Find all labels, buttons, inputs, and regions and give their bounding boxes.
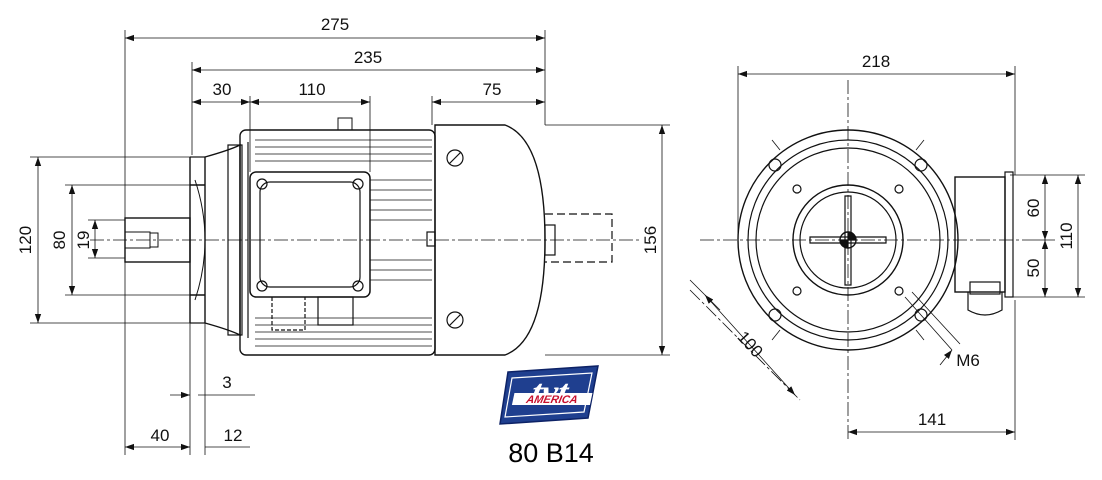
dim-thread-size: M6	[956, 351, 980, 370]
dim-box-upper: 60	[1024, 199, 1043, 218]
dim-terminal-box-length: 110	[298, 80, 325, 99]
dim-center-to-box: 141	[918, 410, 946, 429]
dim-box-lower: 50	[1024, 259, 1043, 278]
side-view-dimensions	[30, 30, 670, 455]
model-label: 80 B14	[508, 438, 594, 468]
dimension-labels: 275 235 30 110 75 120 80 19 156 3 40 12 …	[16, 15, 1076, 445]
terminal-box	[249, 171, 371, 298]
end-view	[689, 80, 1030, 440]
dim-shaft-end-offset: 40	[151, 426, 170, 445]
dim-shaft-diameter: 19	[74, 231, 93, 250]
dim-shaft-length: 75	[483, 80, 502, 99]
dim-box-height: 110	[1057, 222, 1076, 249]
logo-sub-text: AMERICA	[524, 394, 579, 406]
dim-end-view-width: 218	[862, 52, 890, 71]
dim-flange-offset: 30	[213, 80, 232, 99]
dim-spigot-offset: 12	[224, 426, 243, 445]
side-view	[90, 117, 640, 356]
tvt-america-logo: tvt AMERICA	[499, 365, 599, 425]
dim-body-length: 235	[354, 48, 382, 67]
dim-spigot-diameter: 80	[50, 231, 69, 250]
dim-motor-height: 156	[641, 226, 660, 254]
end-view-dimensions	[689, 66, 1085, 440]
motor-body	[239, 129, 436, 356]
end-flange	[737, 129, 959, 351]
end-terminal-box	[954, 176, 1006, 293]
dim-overall-length: 275	[321, 15, 349, 34]
dim-flange-height: 120	[16, 226, 35, 254]
dim-flange-thickness: 3	[222, 373, 231, 392]
